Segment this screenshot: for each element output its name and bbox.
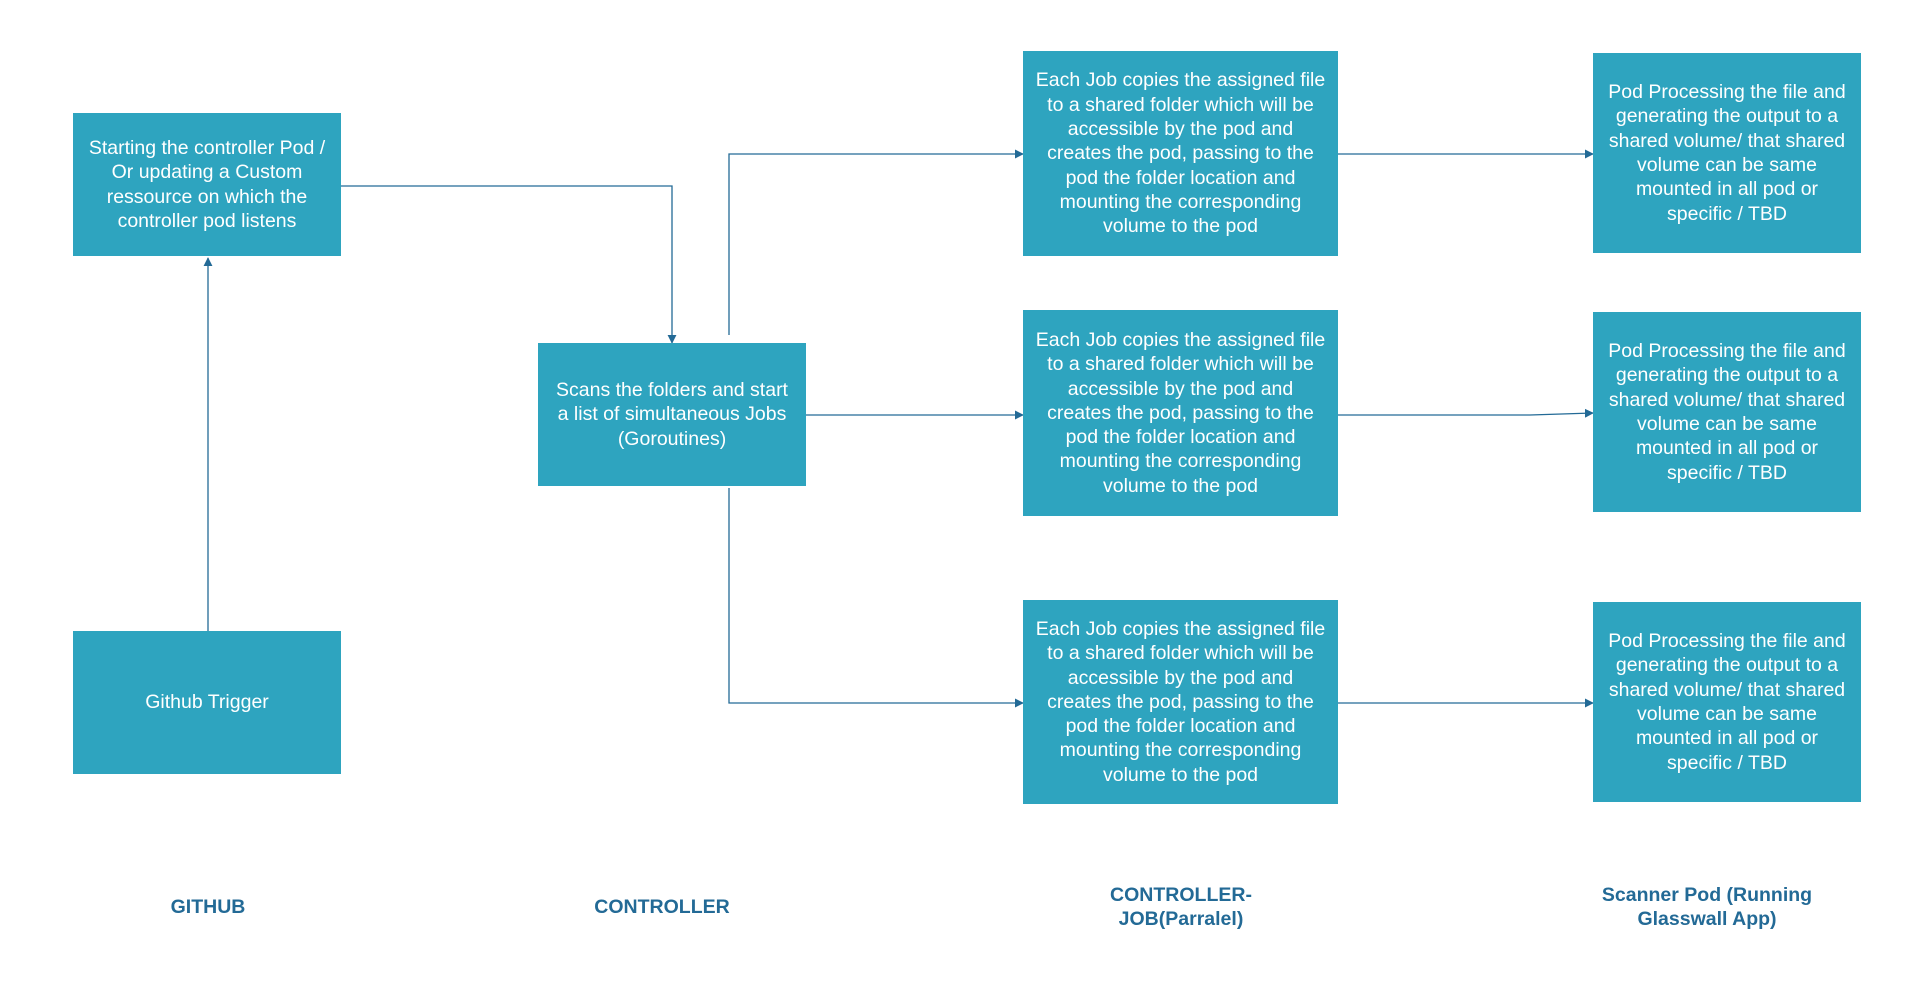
lane-label-controller: CONTROLLER	[594, 896, 730, 918]
lane-label-scanner-pod: Scanner Pod (Running Glasswall App)	[1601, 884, 1813, 930]
edge-start-controller-to-scan-folders	[341, 185, 677, 344]
pod-node-1: Pod Processing the file and generating t…	[1593, 53, 1861, 253]
lane-label-controller-job: CONTROLLER- JOB(Parralel)	[1110, 884, 1252, 930]
pod-node-2: Pod Processing the file and generating t…	[1593, 312, 1861, 512]
edge-scan-folders-to-job-1	[728, 149, 1024, 335]
scan-folders-node: Scans the folders and start a list of si…	[538, 343, 806, 486]
job-node-1: Each Job copies the assigned file to a s…	[1023, 51, 1338, 256]
job-node-3: Each Job copies the assigned file to a s…	[1023, 600, 1338, 804]
github-trigger-node: Github Trigger	[73, 631, 341, 774]
pod-node-3: Pod Processing the file and generating t…	[1593, 602, 1861, 802]
edge-scan-folders-to-job-3	[728, 488, 1024, 708]
start-controller-node: Starting the controller Pod / Or updatin…	[73, 113, 341, 256]
lane-label-github: GITHUB	[170, 896, 246, 918]
edge-job-2-to-pod-2	[1338, 408, 1594, 418]
job-node-2: Each Job copies the assigned file to a s…	[1023, 310, 1338, 516]
